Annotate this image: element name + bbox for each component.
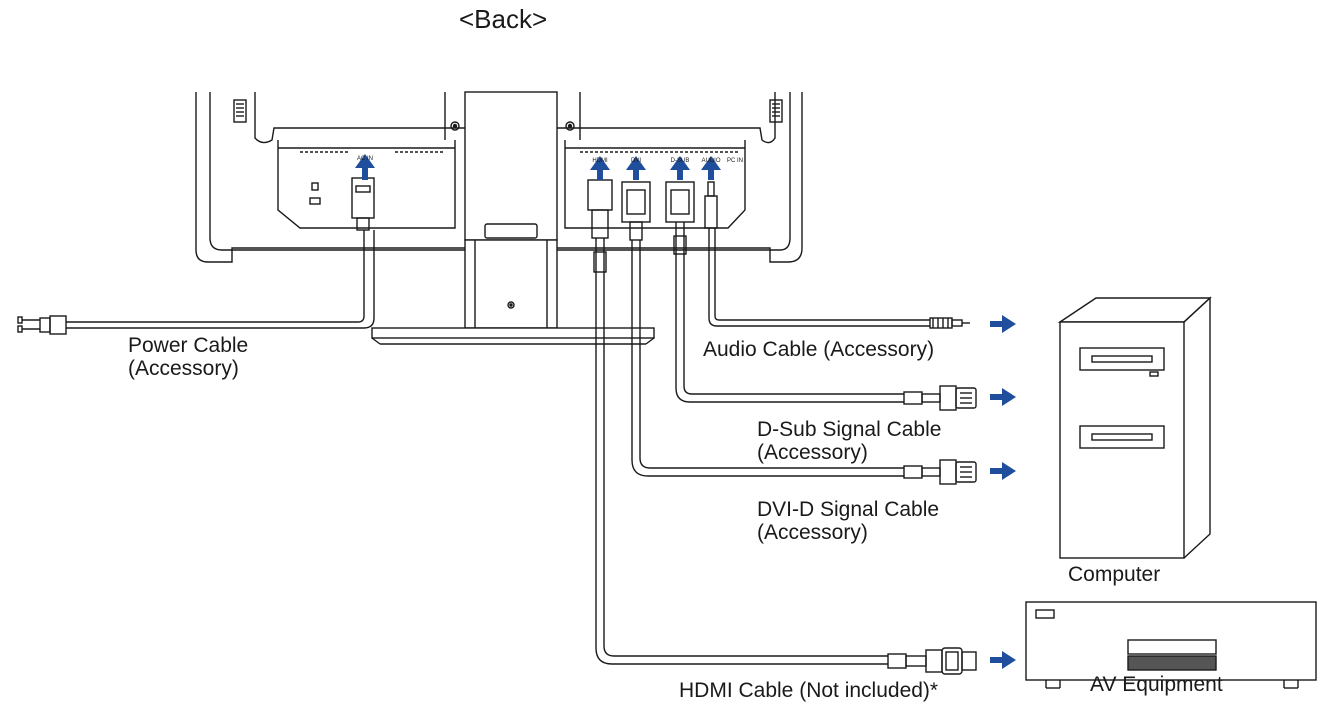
port-label-hdmi: HDMI	[592, 158, 608, 164]
arrow-right-icon	[990, 651, 1016, 669]
dsub-cable-label: D-Sub Signal Cable	[757, 418, 942, 441]
dvi-cable-sublabel: (Accessory)	[757, 521, 868, 544]
vent-left	[233, 99, 247, 123]
arrow-right-icon	[990, 315, 1016, 333]
hdmi-cable-label: HDMI Cable (Not included)*	[679, 679, 939, 702]
port-label-dvi: DVI	[631, 158, 641, 164]
computer-icon	[1057, 296, 1212, 559]
computer-label: Computer	[1068, 563, 1161, 586]
power-cable-sublabel: (Accessory)	[128, 357, 239, 380]
lock-icon	[311, 182, 319, 191]
monitor-back	[195, 92, 803, 263]
power-cable	[17, 177, 375, 335]
av-equipment-icon	[1025, 601, 1317, 689]
dsub-cable-sublabel: (Accessory)	[757, 441, 868, 464]
port-label-audio: AUDIO	[701, 158, 720, 164]
arrow-up-icon	[701, 156, 721, 180]
arrow-up-icon	[670, 156, 690, 180]
arrow-up-icon	[590, 156, 610, 180]
dvi-cable	[621, 181, 977, 485]
monitor-stand	[371, 91, 655, 345]
audio-cable	[704, 181, 970, 329]
port-label-dsub: D-SUB	[671, 158, 690, 164]
power-cable-label: Power Cable	[128, 334, 249, 357]
port-label-speaker: PC IN	[727, 158, 743, 164]
arrow-right-icon	[990, 462, 1016, 480]
arrow-up-icon	[355, 154, 375, 180]
arrow-up-icon	[626, 156, 646, 180]
arrow-right-icon	[990, 388, 1016, 406]
dvi-cable-label: DVI-D Signal Cable	[757, 498, 940, 521]
port-label-power: AC IN	[357, 156, 373, 162]
av-equipment-label: AV Equipment	[1090, 673, 1223, 696]
audio-cable-label: Audio Cable (Accessory)	[703, 338, 935, 361]
diagram-title: <Back>	[459, 4, 548, 34]
dsub-cable	[665, 181, 977, 411]
vent-right	[769, 99, 783, 123]
